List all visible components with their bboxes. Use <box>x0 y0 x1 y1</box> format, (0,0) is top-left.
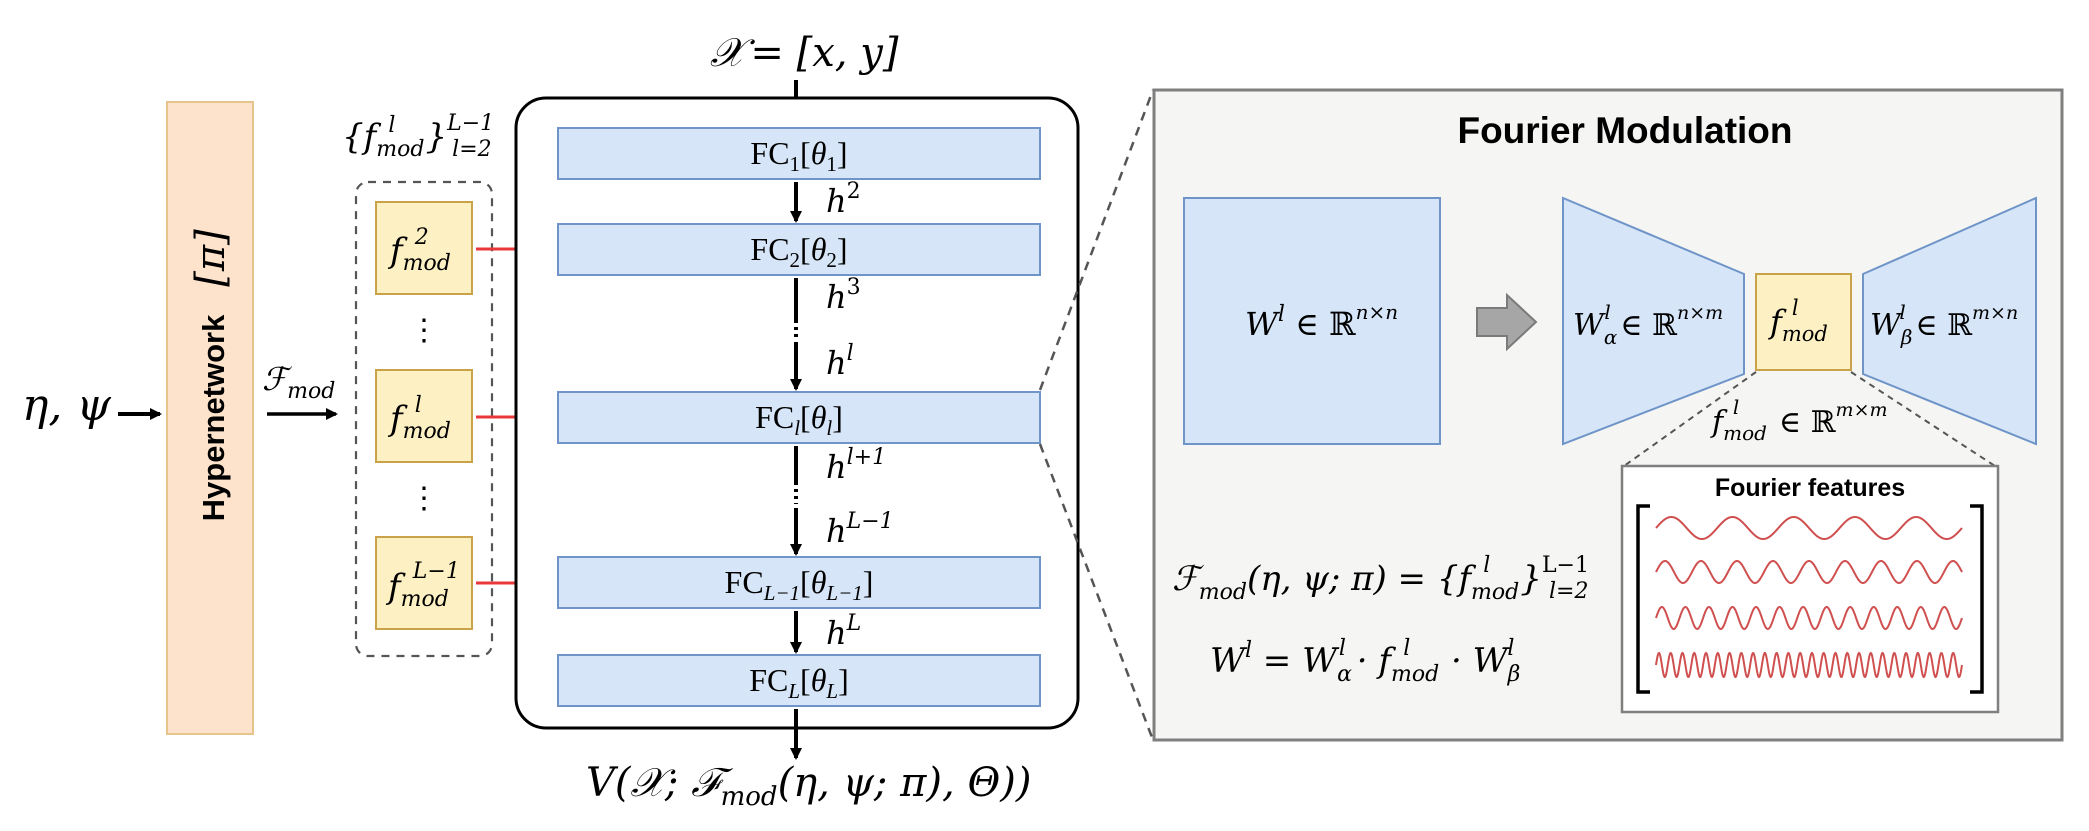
hidden-hl: hl <box>826 341 854 382</box>
fc-layer-L-1: FCL−1[θL−1] <box>557 556 1041 609</box>
zoom-line-top <box>1038 89 1155 391</box>
fmod-dim-label: fmodl ∈ ℝm×m <box>1710 395 1888 445</box>
fc-layer-l: FCl[θl] <box>557 391 1041 444</box>
matrix-bracket-right <box>1970 504 1984 694</box>
coords-input-label: 𝒳= [x, y] <box>710 30 899 76</box>
ff-zoom-right <box>1850 371 1996 467</box>
svg-text:FC2[θ2]: FC2[θ2] <box>750 231 847 272</box>
hidden-hL-1: hL−1 <box>826 509 894 550</box>
fc-layer-1: FC1[θ1] <box>557 127 1041 180</box>
fmod-output-label: ℱmod <box>262 360 335 404</box>
svg-text:FC1[θ1]: FC1[θ1] <box>750 135 847 176</box>
fc-layer-2: FC2[θ2] <box>557 223 1041 276</box>
equation-w: Wl = Wαl · fmodl · Wβl <box>1210 636 1520 687</box>
fc-layer-L: FCL[θL] <box>557 654 1041 707</box>
fmod-item-2: fmod2 <box>375 201 473 295</box>
w-full-matrix <box>1183 197 1441 445</box>
fourier-wave-4 <box>1655 651 1963 679</box>
svg-text:FCl[θl]: FCl[θl] <box>755 399 843 440</box>
hidden-h3: h3 <box>826 275 861 316</box>
fmod-item-L-1: fmodL−1 <box>375 536 473 630</box>
hypernetwork-label: Hypernetwork <box>196 314 231 521</box>
hidden-h2: h2 <box>826 179 861 220</box>
decompose-arrow-icon <box>1476 292 1538 352</box>
ellipsis-1: ⋮ <box>409 314 439 347</box>
fourier-wave-3 <box>1655 605 1963 631</box>
ellipsis-2: ⋮ <box>409 482 439 515</box>
fourier-wave-2 <box>1655 559 1963 585</box>
fmod-item-l: fmodl <box>375 369 473 463</box>
output-expression: V(𝒳; ℱmod(η, ψ; π), Θ)) <box>586 760 1031 812</box>
w-alpha-matrix <box>1562 196 1745 446</box>
hidden-hl1: hl+1 <box>826 445 886 486</box>
w-full-label: Wl ∈ ℝn×n <box>1245 300 1398 343</box>
w-beta-matrix <box>1862 196 2037 446</box>
svg-text:FCL[θL]: FCL[θL] <box>749 662 849 703</box>
svg-text:FCL−1[θL−1]: FCL−1[θL−1] <box>725 564 874 605</box>
matrix-bracket-left <box>1636 504 1650 694</box>
fourier-features-title: Fourier features <box>1715 474 1905 502</box>
svg-text:fmodL−1: fmodL−1 <box>385 559 460 612</box>
hidden-hL: hL <box>826 611 861 652</box>
fmod-matrix <box>1755 273 1852 371</box>
svg-text:fmod2: fmod2 <box>387 225 451 276</box>
ff-zoom-left <box>1623 371 1757 467</box>
fourier-features-box <box>1620 464 2000 714</box>
hypernetwork-box <box>166 101 254 735</box>
w-alpha-label: Wαl ∈ ℝn×m <box>1573 300 1723 349</box>
zoom-line-bottom <box>1038 443 1155 741</box>
w-beta-label: Wβl ∈ ℝm×n <box>1870 300 2018 349</box>
hypernetwork-pi: [π] <box>188 229 234 287</box>
svg-text:fmodl: fmodl <box>387 393 451 444</box>
fourier-wave-1 <box>1655 515 1963 541</box>
panel-title: Fourier Modulation <box>1457 110 1792 151</box>
params-input-label: η, ψ <box>22 380 111 431</box>
